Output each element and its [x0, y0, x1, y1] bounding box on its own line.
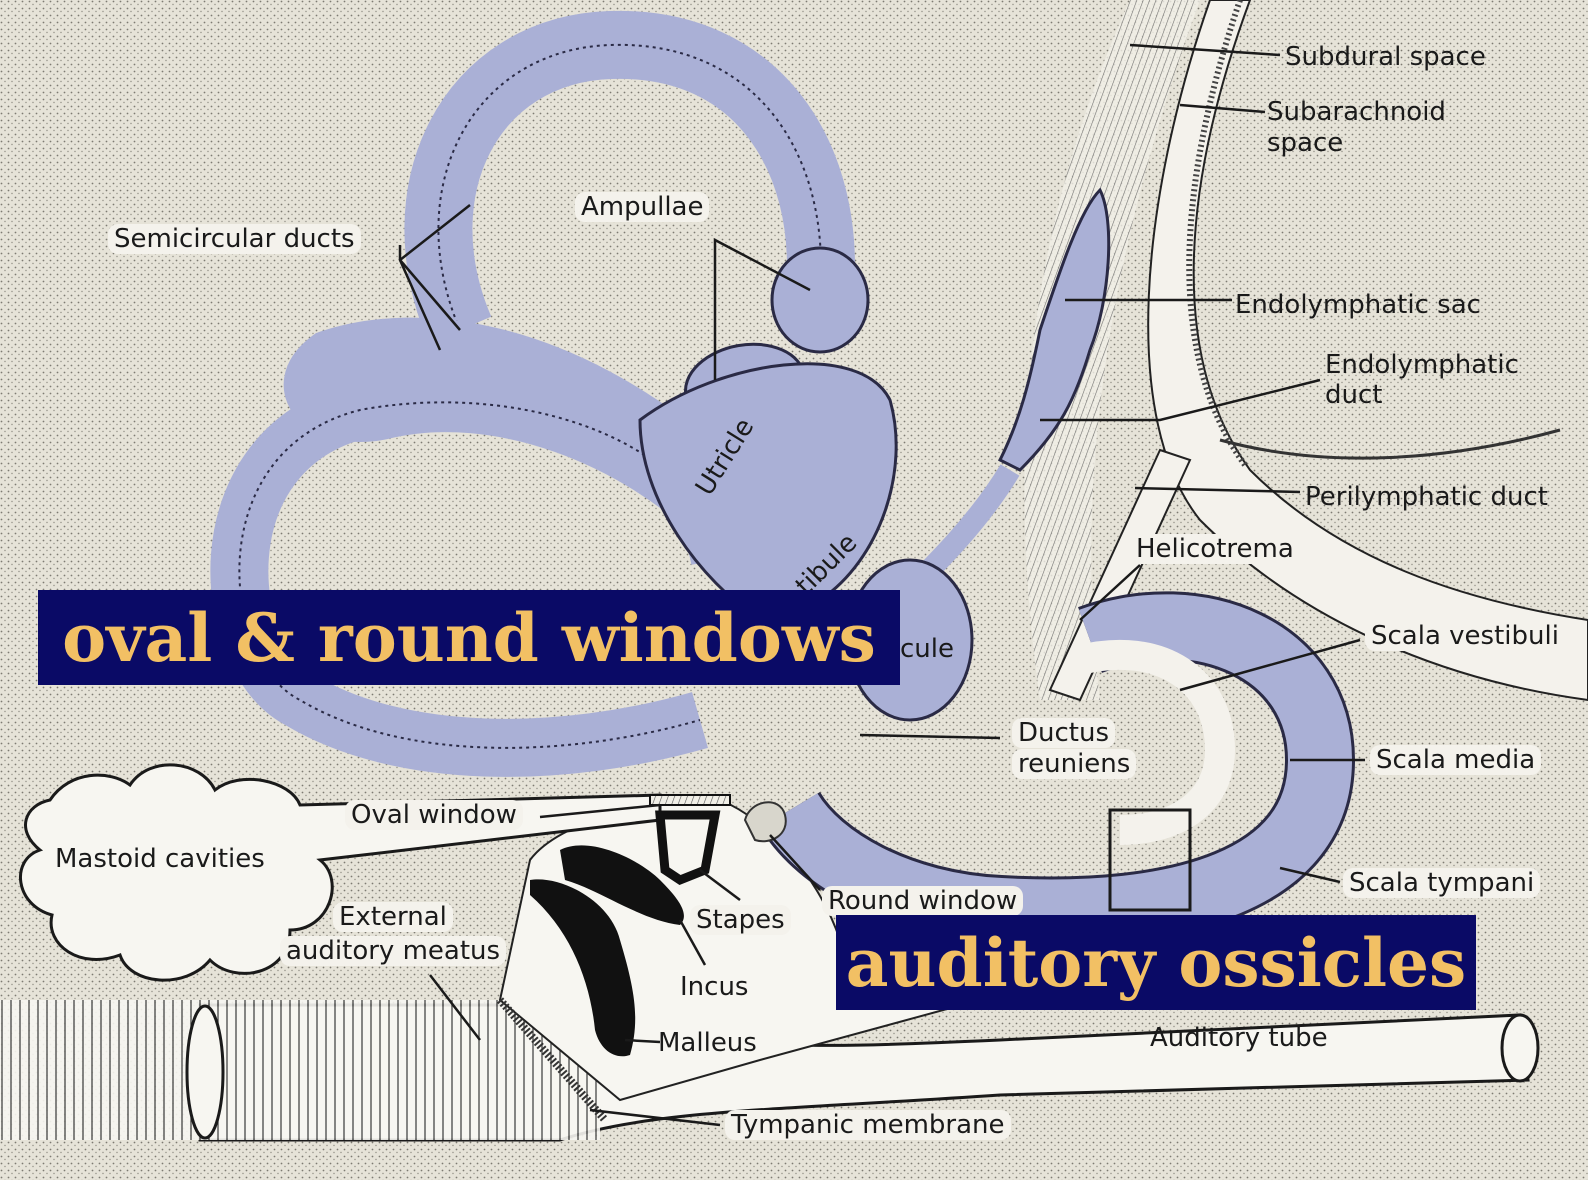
auditory-tube-opening [1502, 1015, 1538, 1081]
external-meatus-opening [187, 1006, 223, 1138]
ampulla-superior [772, 248, 868, 352]
label-stapes: Stapes [690, 905, 791, 935]
label-oval-window: Oval window [345, 800, 523, 830]
label-mastoid-cavities: Mastoid cavities [55, 844, 265, 874]
label-auditory-tube: Auditory tube [1150, 1023, 1328, 1053]
label-subdural-space: Subdural space [1285, 42, 1486, 72]
label-endolymphatic-duct-line1: Endolymphatic [1325, 350, 1519, 380]
label-subarachnoid-space-line1: Subarachnoid [1267, 97, 1446, 127]
label-incus: Incus [680, 972, 748, 1002]
label-scala-media: Scala media [1370, 745, 1541, 775]
external-meatus-ridges [0, 1000, 600, 1140]
label-endolymphatic-sac: Endolymphatic sac [1235, 290, 1481, 320]
label-perilymphatic-duct: Perilymphatic duct [1305, 482, 1548, 512]
stapes-shape [660, 815, 715, 880]
banner-oval-round-windows: oval & round windows [38, 590, 900, 685]
label-endolymphatic-duct-line2: duct [1325, 380, 1382, 410]
label-saccule-fragment: cule [900, 634, 954, 664]
label-scala-vestibuli: Scala vestibuli [1365, 621, 1565, 651]
label-external-meatus-line1: External [333, 902, 453, 932]
label-helicotrema: Helicotrema [1130, 534, 1300, 564]
label-semicircular-ducts: Semicircular ducts [108, 224, 361, 254]
label-round-window: Round window [822, 886, 1023, 916]
label-subarachnoid-space-line2: space [1267, 128, 1343, 158]
label-tympanic-membrane: Tympanic membrane [725, 1110, 1011, 1140]
label-ductus-reuniens-line1: Ductus [1012, 718, 1115, 748]
label-malleus: Malleus [658, 1028, 757, 1058]
banner-auditory-ossicles: auditory ossicles [836, 915, 1476, 1010]
label-ampullae: Ampullae [575, 192, 709, 222]
label-external-meatus-line2: auditory meatus [280, 936, 506, 966]
oval-window-membrane [650, 795, 730, 805]
label-scala-tympani: Scala tympani [1343, 868, 1540, 898]
label-ductus-reuniens-line2: reuniens [1012, 749, 1136, 779]
